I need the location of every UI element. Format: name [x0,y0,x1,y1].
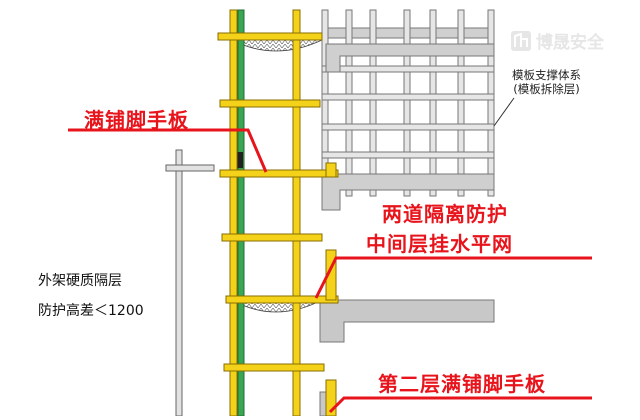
label-double-isolation-line2: 中间层挂水平网 [366,232,513,256]
formwork-support-line2: (模板拆除层) [513,82,580,96]
label-second-full-plank: 第二层满铺脚手板 [378,372,546,396]
label-formwork-support: 模板支撑体系 (模板拆除层) [512,68,581,96]
label-hard-isolation-line1: 外架硬质隔层 [38,273,122,289]
formwork-support-line1: 模板支撑体系 [512,68,581,82]
label-hard-isolation-line2: 防护高差＜1200 [38,303,144,319]
formwork-support-frame [321,9,495,211]
scaffold-ledgers [217,32,339,417]
formwork-leader [493,97,515,127]
building-logo-icon [511,30,531,51]
lower-slab [319,299,495,343]
vertical-mesh [237,9,245,417]
watermark-text: 博晟安全 [536,33,604,53]
label-double-isolation-line1: 两道隔离防护 [382,202,508,226]
label-full-plank: 满铺脚手板 [84,108,189,132]
watermark: 博晟安全 [510,28,604,53]
left-pole [165,149,215,417]
callout-lines [68,128,592,414]
